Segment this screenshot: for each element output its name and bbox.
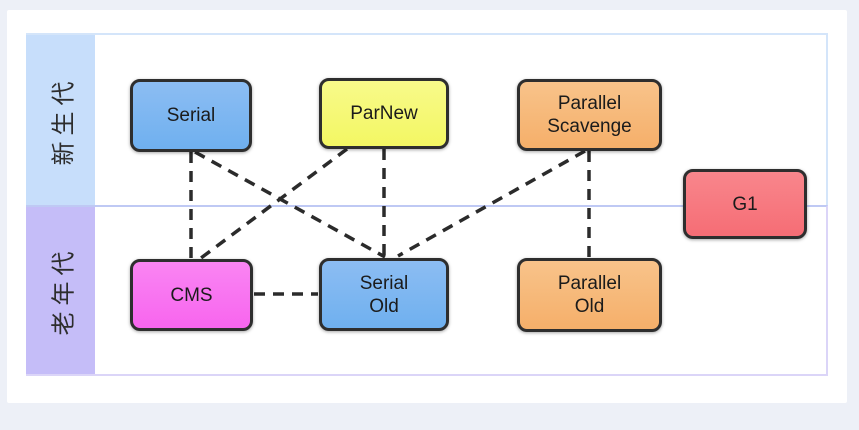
node-label-line: G1 — [732, 193, 758, 215]
node-label-line: Parallel — [557, 93, 622, 114]
node-label-line: Scavenge — [547, 116, 632, 137]
node-cms: CMS — [130, 259, 253, 331]
young-generation-label: 新生代 — [50, 75, 77, 165]
node-label-line: Serial — [359, 272, 409, 294]
young-generation-band: 新生代 — [26, 35, 95, 205]
old-generation-band: 老年代 — [26, 207, 95, 374]
node-label-line: Old — [369, 295, 399, 317]
node-label-line: CMS — [170, 284, 213, 306]
node-g1: G1 — [683, 169, 807, 239]
node-serial: Serial — [130, 79, 252, 152]
node-label-line: Old — [574, 296, 605, 317]
node-label-line: Parallel — [557, 273, 622, 294]
node-label-line: Serial — [166, 105, 216, 126]
node-label-line: ParNew — [350, 103, 418, 124]
node-parnew: ParNew — [319, 78, 449, 149]
old-generation-label: 老年代 — [50, 245, 77, 336]
